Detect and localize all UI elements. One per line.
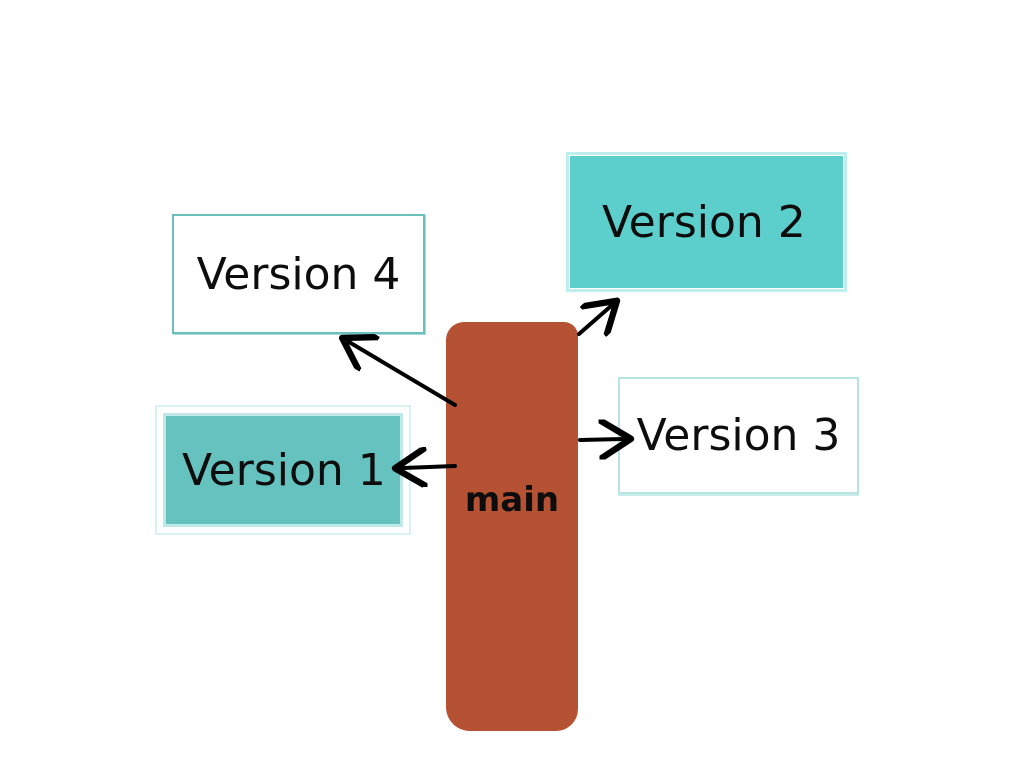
branch-box-version-1: Version 1 [155,405,411,535]
main-trunk-label: main [464,480,560,520]
main-trunk [446,322,578,731]
arrow-to-version-3 [578,439,623,440]
branch-box-version-4: Version 4 [172,214,425,334]
arrow-to-version-4 [349,342,457,407]
branch-label-version-4: Version 4 [196,248,401,300]
branch-label-version-3: Version 3 [636,410,841,461]
arrow-to-version-2 [577,306,611,334]
arrow-to-version-1 [403,466,457,468]
branch-label-version-1: Version 1 [182,444,386,496]
branch-label-version-2: Version 2 [602,196,806,248]
branch-box-version-2: Version 2 [566,152,847,292]
